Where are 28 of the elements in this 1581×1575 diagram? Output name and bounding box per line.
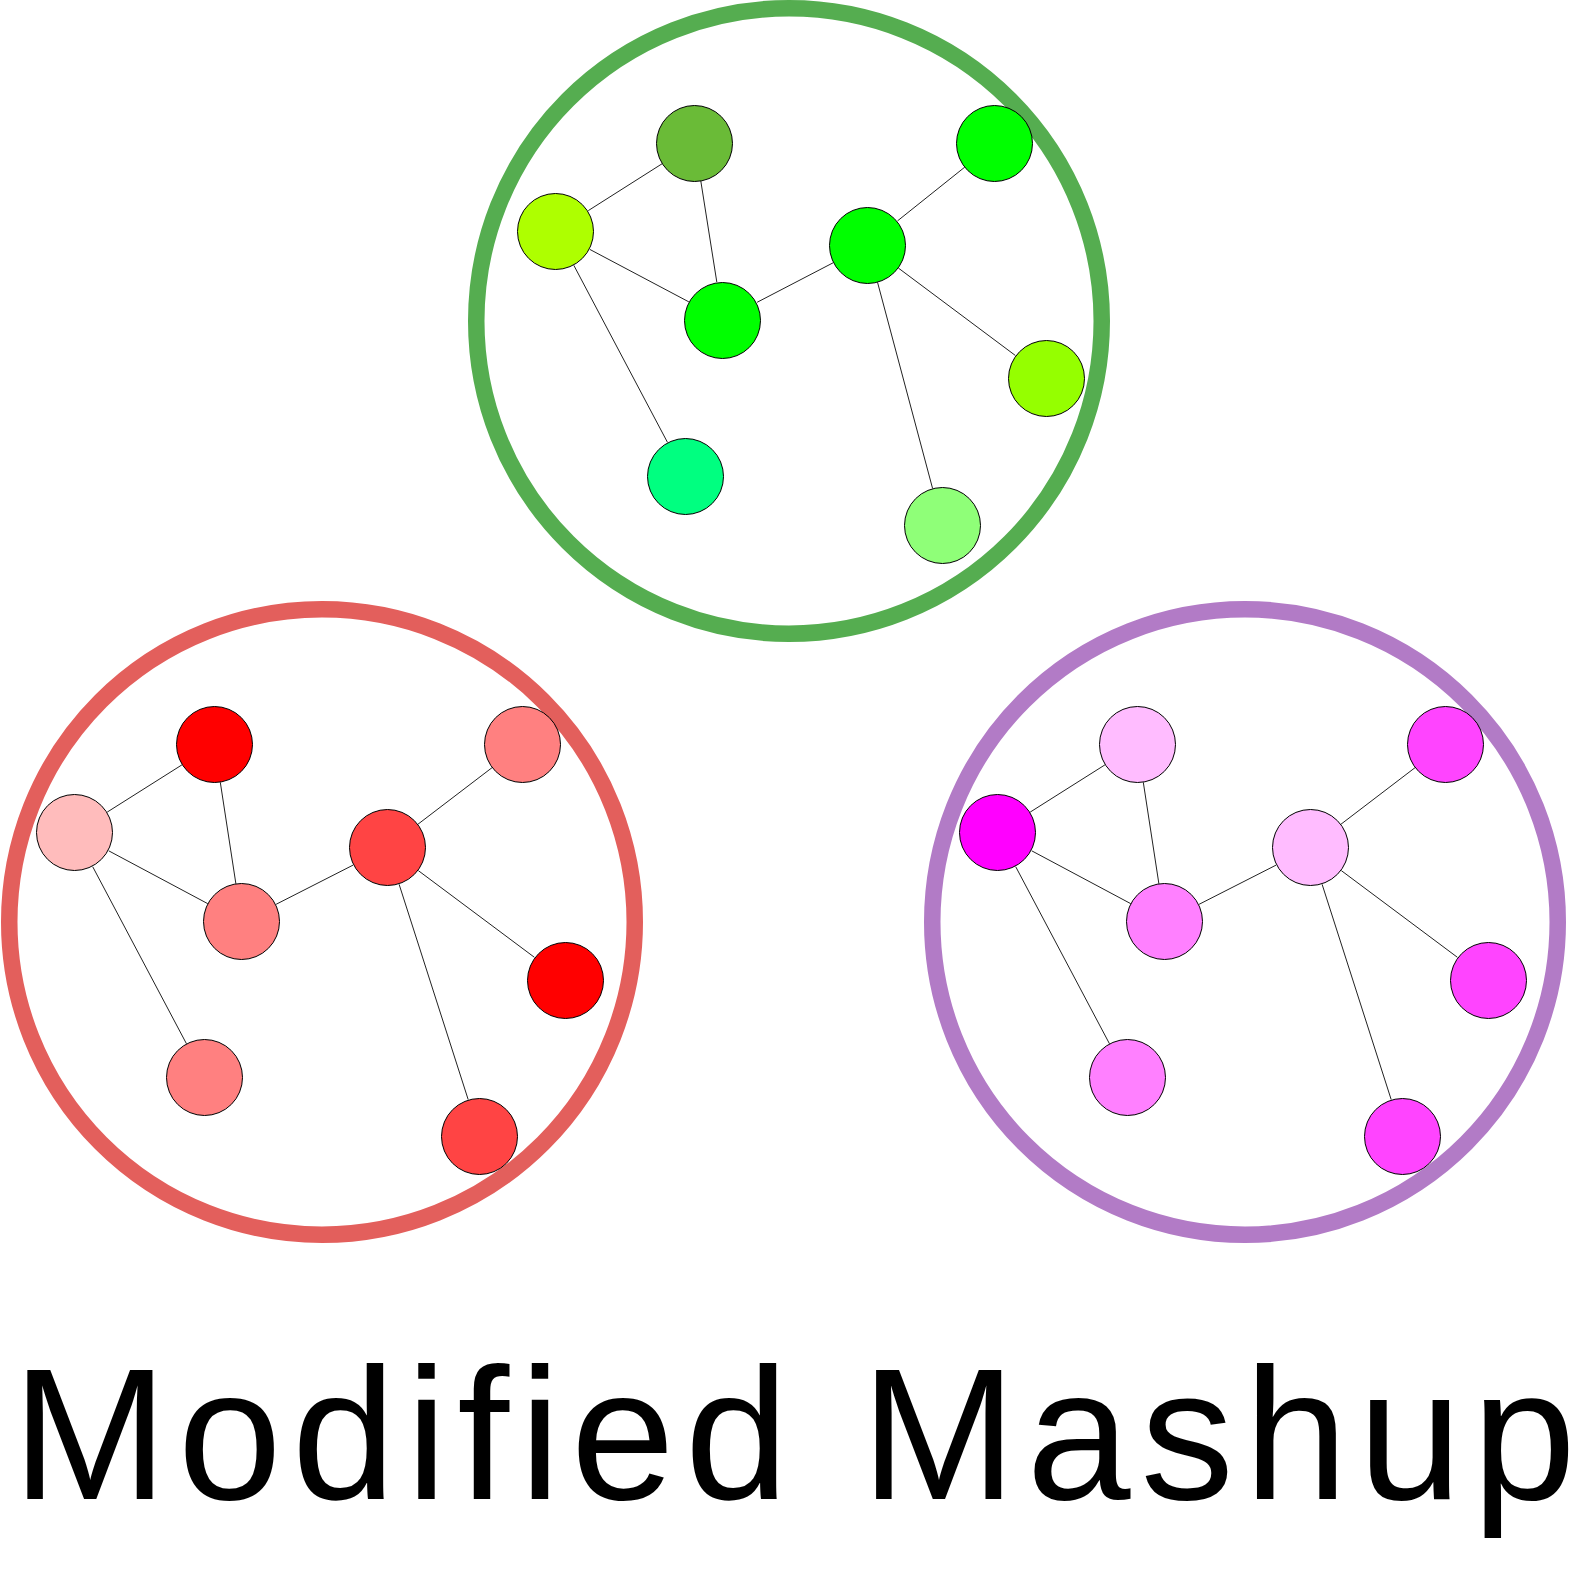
- connector-line: [219, 781, 237, 885]
- connector-line: [92, 866, 187, 1045]
- connector-line: [897, 267, 1016, 356]
- connector-line: [589, 248, 690, 303]
- connector-line: [700, 180, 718, 283]
- connector-line: [417, 870, 535, 958]
- connector-line: [417, 767, 493, 825]
- connector-line: [108, 850, 209, 905]
- cluster-ring: [1, 601, 643, 1243]
- connector-line: [756, 262, 834, 303]
- connector-line: [106, 764, 183, 813]
- connector-line: [1340, 767, 1416, 825]
- connector-line: [275, 864, 354, 905]
- cluster-ring: [468, 0, 1110, 642]
- connector-line: [573, 264, 668, 443]
- connector-line: [1031, 850, 1132, 905]
- connector-line: [1321, 883, 1392, 1101]
- connector-line: [587, 163, 663, 212]
- connector-line: [1198, 864, 1277, 905]
- connector-line: [1015, 866, 1110, 1045]
- connector-line: [1029, 764, 1106, 813]
- connector-line: [897, 166, 966, 222]
- connector-line: [877, 281, 934, 489]
- connector-line: [398, 883, 469, 1101]
- connector-line: [1340, 870, 1458, 958]
- diagram-title: Modified Mashup: [12, 1329, 1581, 1541]
- cluster-ring: [924, 601, 1566, 1243]
- connector-line: [1142, 781, 1160, 885]
